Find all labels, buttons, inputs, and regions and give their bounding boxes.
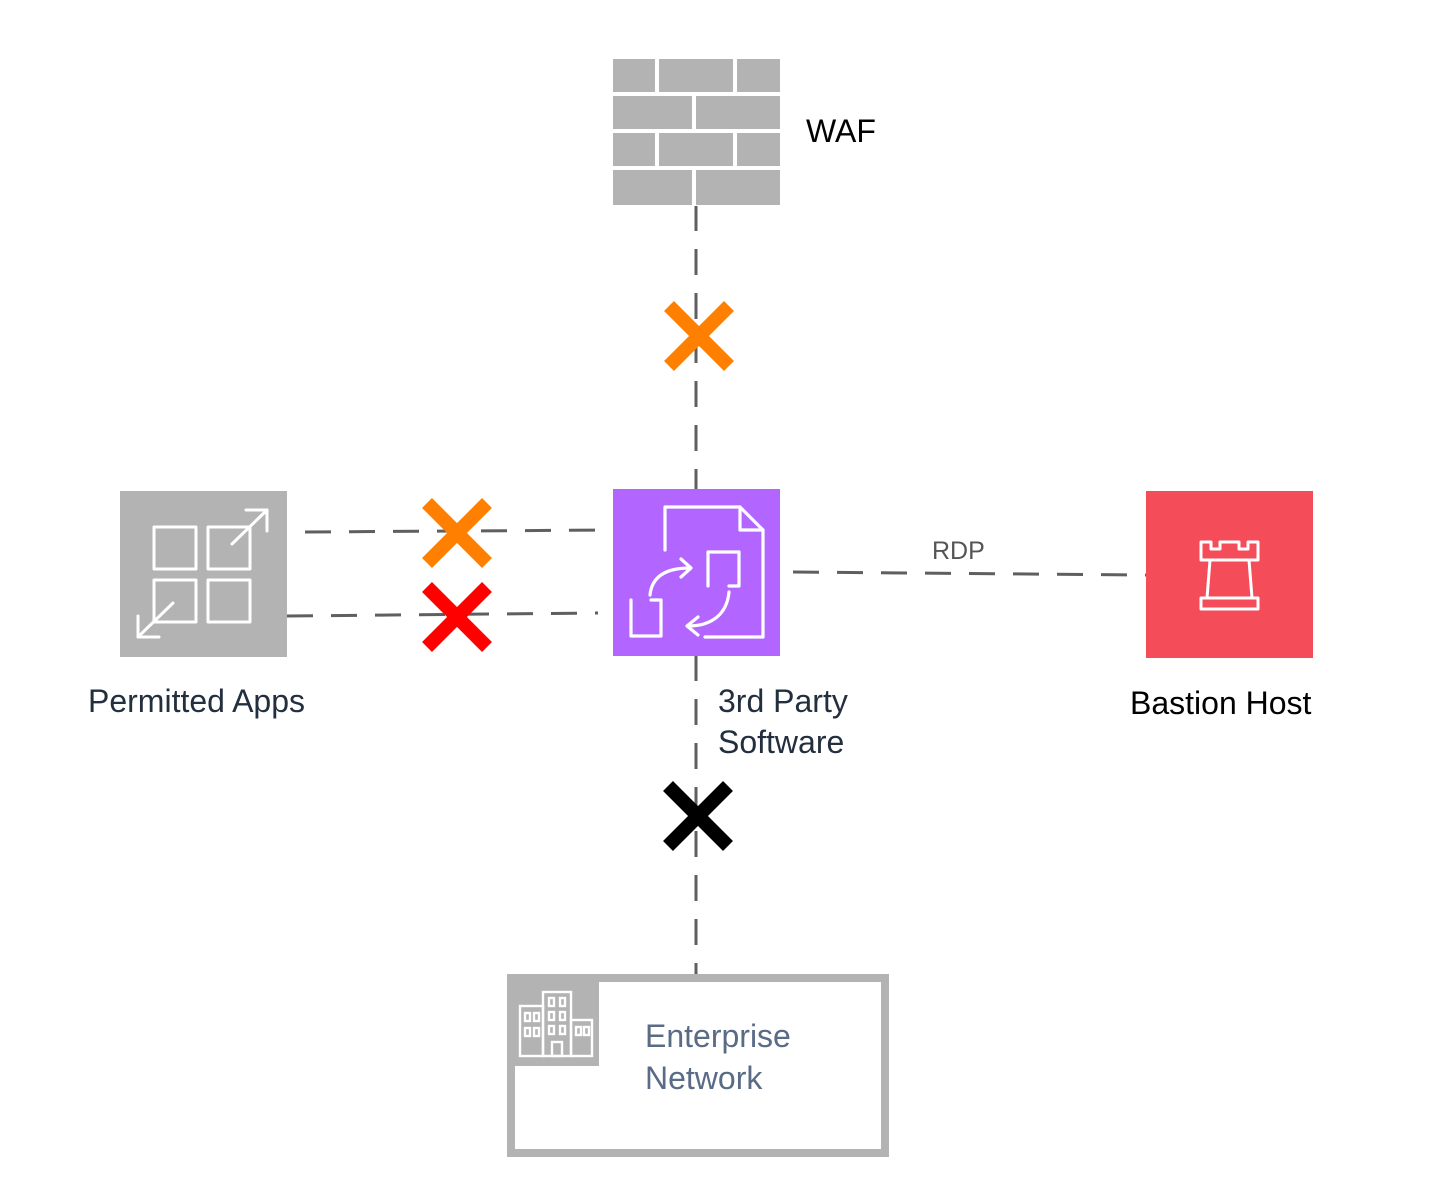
edge-apps-to-software-lower [286, 611, 599, 618]
blocked-marker-apps-link-lower [422, 582, 492, 652]
document-sync-icon [613, 489, 780, 656]
enterprise-network-label-line1: Enterprise [645, 1018, 791, 1054]
blocked-marker-enterprise-link [663, 781, 733, 851]
enterprise-network-group [507, 974, 889, 1157]
permitted-apps-label: Permitted Apps [88, 683, 305, 719]
bastion-host-label: Bastion Host [1130, 685, 1312, 721]
waf-label: WAF [806, 113, 876, 149]
third-party-software-label-line1: 3rd Party [718, 683, 848, 719]
rdp-edge-label: RDP [932, 537, 985, 565]
firewall-brick-icon [613, 58, 780, 206]
castle-rook-icon [1146, 491, 1313, 658]
blocked-marker-waf-link [664, 301, 734, 371]
enterprise-network-label-line2: Network [645, 1060, 763, 1096]
app-expand-icon [120, 491, 287, 657]
edge-software-to-bastion-rdp [792, 570, 1147, 577]
third-party-software-label-line2: Software [718, 724, 845, 760]
blocked-marker-apps-link-upper [422, 498, 492, 568]
office-building-icon [518, 990, 594, 1058]
